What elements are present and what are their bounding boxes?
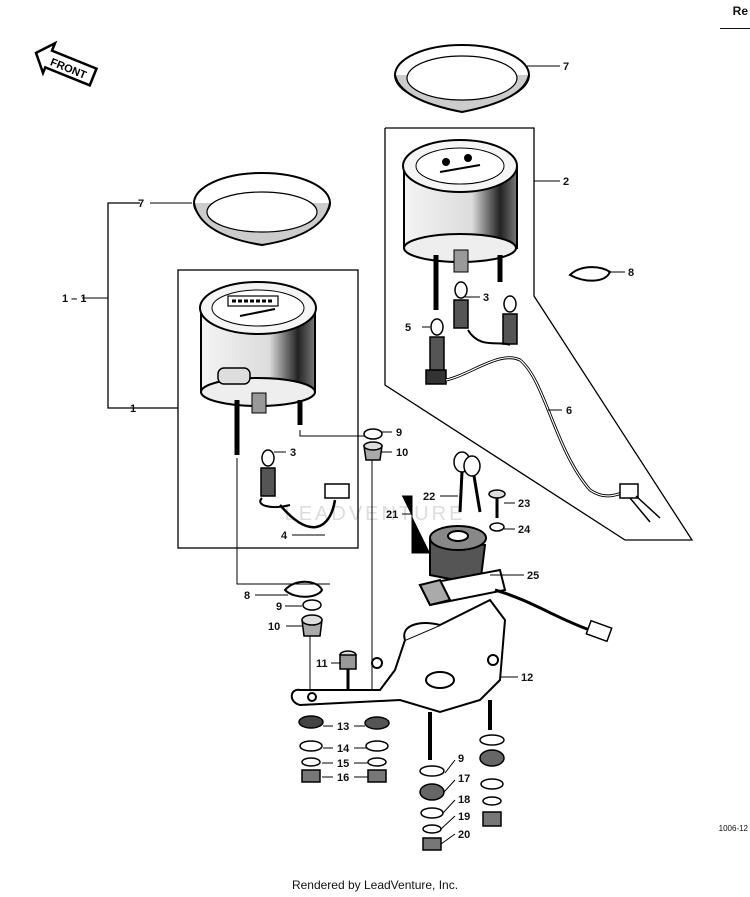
callout-3-left: 3 xyxy=(290,447,296,459)
fastener-stack-bottom-right xyxy=(419,734,505,851)
callout-9-center: 9 xyxy=(396,427,402,439)
callout-22: 22 xyxy=(423,491,435,503)
corner-rule xyxy=(720,28,750,29)
callout-8-right: 8 xyxy=(628,267,634,279)
watermark-text: LEADVENTURE xyxy=(285,503,466,525)
bulb-sockets-right xyxy=(425,281,518,385)
reference-code: 1006-12 xyxy=(718,824,748,833)
callout-3-right: 3 xyxy=(483,292,489,304)
corner-label: Re xyxy=(732,4,748,18)
callout-24: 24 xyxy=(518,524,531,536)
fastener-stack-left xyxy=(283,580,324,637)
callout-10-center: 10 xyxy=(396,447,408,459)
callout-12: 12 xyxy=(521,672,533,684)
callout-20: 20 xyxy=(458,829,470,841)
callout-1-1: 1 – 1 xyxy=(62,293,86,305)
callout-4: 4 xyxy=(281,530,288,542)
callout-6: 6 xyxy=(566,405,572,417)
ignition-keys xyxy=(453,451,482,513)
callout-23: 23 xyxy=(518,498,530,510)
mounting-bracket xyxy=(290,598,507,714)
callout-9-left: 9 xyxy=(276,601,282,613)
callout-8-left: 8 xyxy=(244,590,250,602)
bulb-socket-left xyxy=(259,449,350,529)
callout-5: 5 xyxy=(405,322,411,334)
screw-washer xyxy=(488,489,506,532)
callout-labels: 7 2 8 3 5 6 7 1 – 1 1 3 4 9 10 22 21 23 … xyxy=(62,61,634,841)
assembly-brackets xyxy=(107,127,694,549)
front-arrow-icon: FRONT xyxy=(34,40,99,87)
callout-16: 16 xyxy=(337,772,349,784)
callout-19: 19 xyxy=(458,811,470,823)
mount-bolt xyxy=(339,650,357,690)
wire-harness xyxy=(445,329,661,523)
callout-10-left: 10 xyxy=(268,621,280,633)
callout-25: 25 xyxy=(527,570,539,582)
bezel-ring-left xyxy=(193,172,331,247)
tachometer-gauge xyxy=(402,139,518,310)
callout-14: 14 xyxy=(337,743,350,755)
callout-21: 21 xyxy=(386,509,398,521)
bezel-ring-top xyxy=(394,44,530,114)
ignition-switch xyxy=(418,525,613,643)
callout-1: 1 xyxy=(130,403,136,415)
callout-18: 18 xyxy=(458,794,470,806)
callout-7-left: 7 xyxy=(138,198,144,210)
callout-leaders xyxy=(82,65,625,845)
fastener-stack-bottom-left xyxy=(298,715,390,783)
wire-clip-right xyxy=(568,266,612,282)
callout-11: 11 xyxy=(316,658,328,670)
callout-15: 15 xyxy=(337,758,349,770)
callout-13: 13 xyxy=(337,721,349,733)
callout-9-bottom: 9 xyxy=(458,753,464,765)
fastener-stack-center xyxy=(363,428,383,461)
mount-studs xyxy=(428,700,492,760)
callout-7-top: 7 xyxy=(563,61,569,73)
callout-2: 2 xyxy=(563,176,569,188)
callout-17: 17 xyxy=(458,773,470,785)
speedometer-gauge xyxy=(199,281,317,455)
footer-credit: Rendered by LeadVenture, Inc. xyxy=(291,878,459,892)
